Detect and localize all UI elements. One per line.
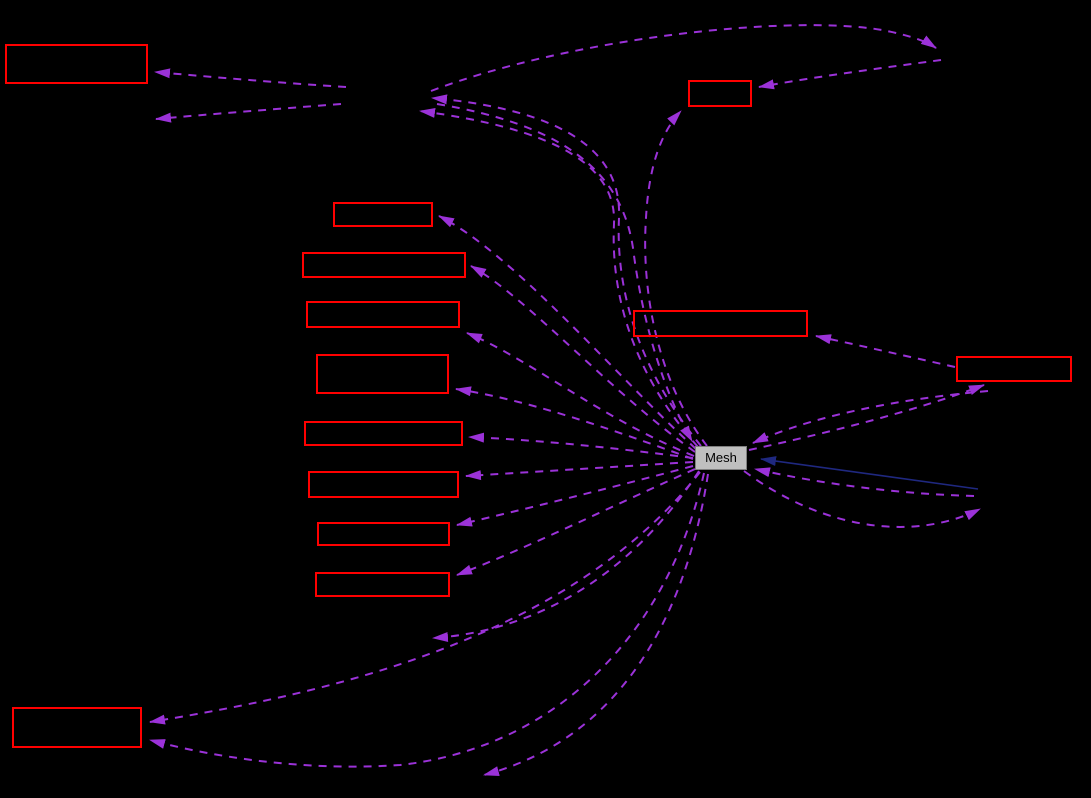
edge-mesh-to-hidden-top-1 xyxy=(431,94,702,447)
class-node-left-5[interactable] xyxy=(304,421,463,446)
edge-mesh-to-box3 xyxy=(438,215,697,450)
edge-mesh-to-topbox xyxy=(644,110,708,447)
class-node-left-2[interactable] xyxy=(302,252,466,278)
edge-hidden-top-to-mesh xyxy=(436,103,693,442)
edge-hidden-top-to-hidden-topright xyxy=(430,24,937,92)
edge-mesh-to-box10 xyxy=(456,468,696,576)
class-node-right-1[interactable] xyxy=(633,310,808,337)
class-node-top-middle[interactable] xyxy=(688,80,752,107)
edge-mesh-to-bottomleft-1 xyxy=(149,471,701,725)
edge-inheritance-blue xyxy=(760,456,979,490)
edge-mesh-to-box7 xyxy=(468,432,694,459)
edge-hidden-right-to-mesh xyxy=(754,467,975,497)
edge-mesh-to-box4 xyxy=(470,265,696,453)
edge-mesh-to-box6 xyxy=(455,386,694,460)
edge-mesh-to-box5 xyxy=(466,332,695,457)
class-node-bottom-left[interactable] xyxy=(12,707,142,748)
edge-rightbox2-to-mesh xyxy=(752,390,989,444)
edge-rightbox2-to-rightbox1 xyxy=(815,334,956,368)
class-node-left-4[interactable] xyxy=(316,354,449,394)
edge-mesh-to-bottomleft-2 xyxy=(149,472,705,768)
edge-mesh-to-box9 xyxy=(456,465,694,527)
edge-mesh-to-hidden-mid xyxy=(432,470,700,643)
class-node-left-1[interactable] xyxy=(333,202,433,227)
edge-mesh-to-hidden-right xyxy=(743,470,981,528)
class-node-top-left[interactable] xyxy=(5,44,148,84)
edge-mesh-to-hidden-top-2 xyxy=(419,108,699,448)
mesh-node: Mesh xyxy=(695,446,747,470)
class-node-left-8[interactable] xyxy=(315,572,450,597)
edge-mesh-to-box8 xyxy=(465,461,694,481)
class-node-right-2[interactable] xyxy=(956,356,1072,382)
edge-mesh-to-rightbox2 xyxy=(748,384,985,451)
edge-mesh-to-hidden-bottom xyxy=(483,473,709,776)
edge-hidden-top-to-topleft-box xyxy=(154,68,347,88)
class-node-left-7[interactable] xyxy=(317,522,450,546)
edge-hidden-top-to-hidden-left xyxy=(155,103,342,123)
edge-hidden-topright-to-topbox xyxy=(758,59,942,90)
class-node-left-3[interactable] xyxy=(306,301,460,328)
class-node-left-6[interactable] xyxy=(308,471,459,498)
